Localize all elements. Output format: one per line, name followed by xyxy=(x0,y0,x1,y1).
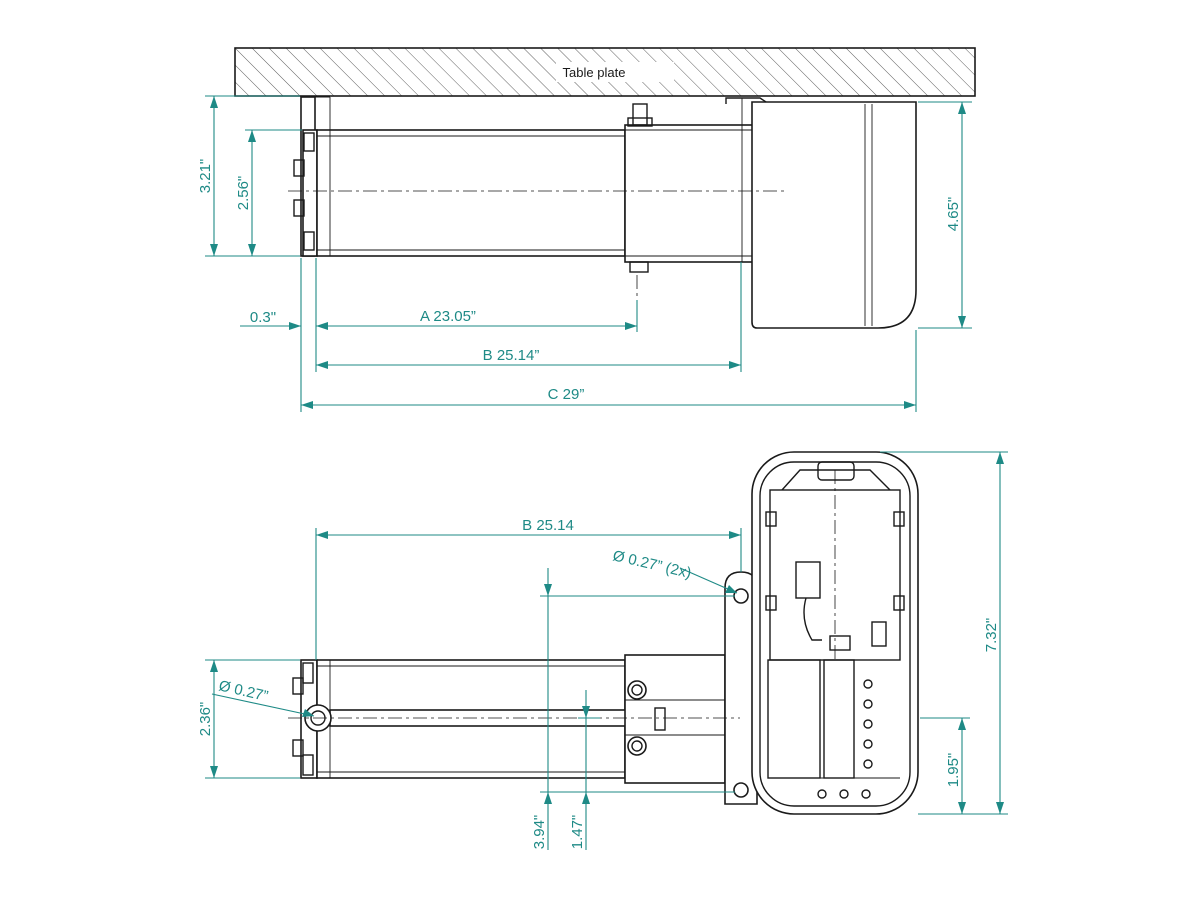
bottom-tube xyxy=(316,659,627,779)
dim-a: A 23.05” xyxy=(420,308,476,325)
dim-b: B 25.14” xyxy=(483,347,540,364)
dim-bottom-b: B 25.14 xyxy=(522,517,574,534)
bottom-slider xyxy=(624,654,726,784)
dim-3-21: 3.21" xyxy=(197,159,214,194)
dim-0-3: 0.3" xyxy=(250,309,276,326)
dim-hole-2x: Ø 0.27” (2x) xyxy=(611,547,693,582)
actuator-tube xyxy=(316,129,626,257)
top-dimensions: 3.21" 2.56" 4.65" 0.3" xyxy=(197,95,972,412)
table-plate: Table plate xyxy=(234,47,976,97)
dim-c: C 29” xyxy=(548,386,585,403)
dim-2-56: 2.56" xyxy=(235,176,252,211)
top-view: Table plate xyxy=(197,47,976,412)
motor-end-cap xyxy=(293,96,331,257)
dim-1-47: 1.47" xyxy=(569,815,586,850)
slider-block xyxy=(624,103,754,273)
dim-7-32: 7.32" xyxy=(983,618,1000,653)
table-plate-label: Table plate xyxy=(563,65,626,80)
control-box-side xyxy=(725,97,917,329)
connector-holes xyxy=(817,679,873,799)
bottom-view: B 25.14 Ø 0.27” (2x) Ø 0.27” 2.36" 7.32" xyxy=(197,451,1008,850)
dim-1-95: 1.95" xyxy=(945,753,962,788)
dim-4-65: 4.65" xyxy=(945,197,962,232)
dim-3-94: 3.94" xyxy=(531,815,548,850)
dim-2-36: 2.36" xyxy=(197,702,214,737)
